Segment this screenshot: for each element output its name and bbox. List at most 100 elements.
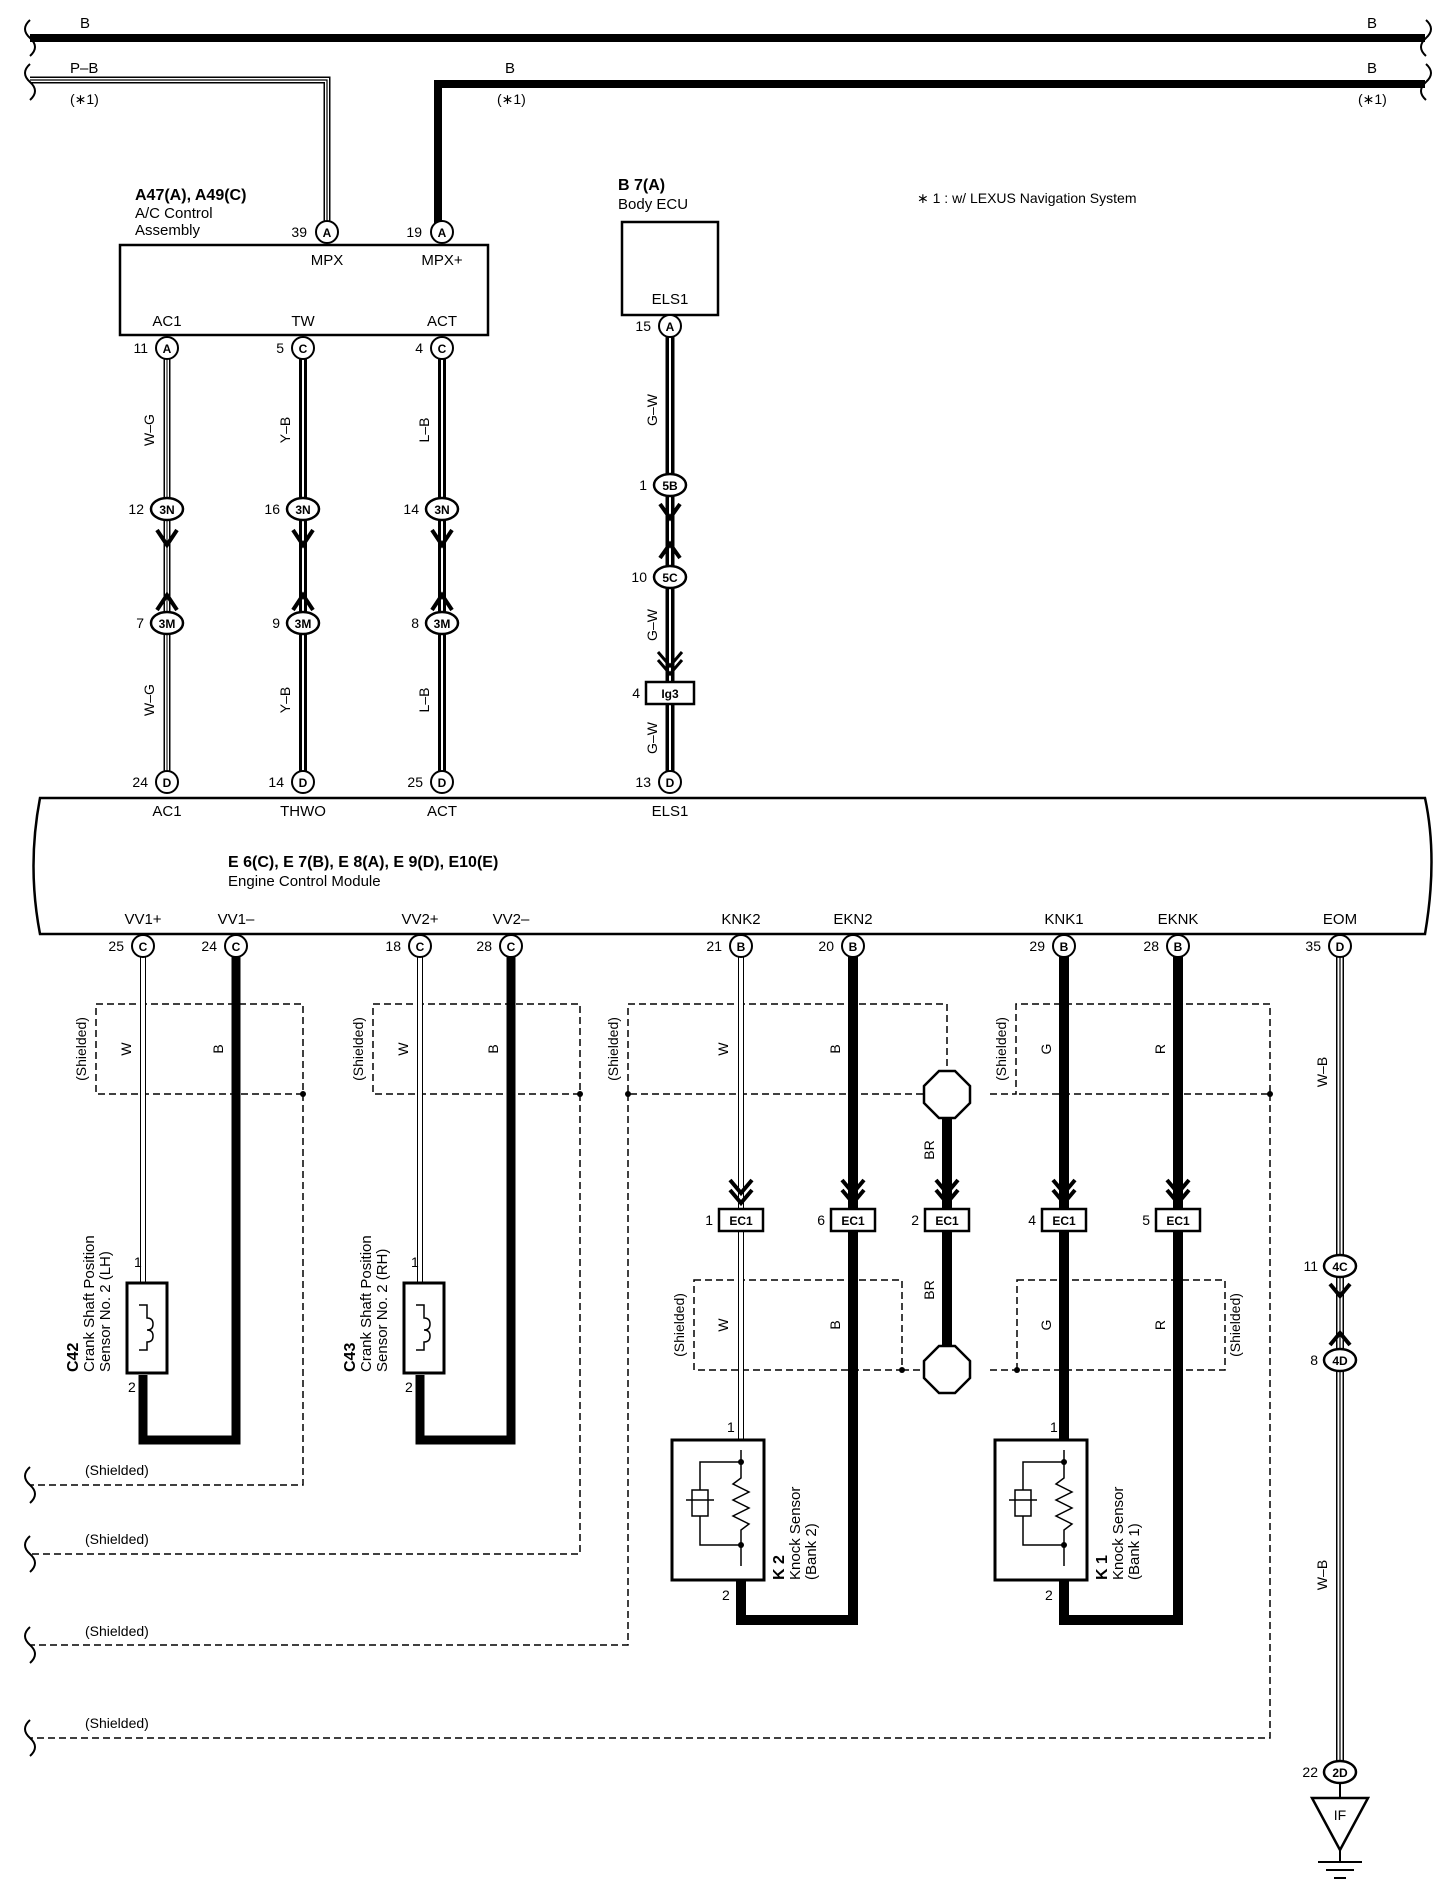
ec1-pin-1: 6 (817, 1212, 825, 1228)
ec1-connectors: EC1 1 EC1 6 EC1 2 EC1 4 EC1 5 (705, 1207, 1202, 1233)
shielded-v-4: (Shielded) (993, 1017, 1009, 1081)
pin-tw: 5 (276, 340, 284, 356)
ecm-b-conn-2: C (416, 940, 425, 954)
ecm-b-pin-6: 29 (1029, 938, 1045, 954)
ecm-top-pins: D 24 AC1 D 14 THWO D 25 ACT D 13 ELS1 (132, 770, 689, 820)
ecm-b-conn-0: C (139, 940, 148, 954)
ecm-top-term-1: THWO (280, 803, 326, 820)
pin-act: 4 (415, 340, 423, 356)
term-mpx: MPX (311, 252, 344, 269)
bus1-right-label: B (1367, 15, 1377, 32)
ecm-top-term-3: ELS1 (652, 803, 689, 820)
ac-wire-labels: W–G Y–B L–B W–G Y–B L–B (141, 414, 432, 716)
body-ecu-name: Body ECU (618, 196, 688, 213)
crank-wire-labels: W B W B (118, 1042, 501, 1056)
ecm-b-conn-6: B (1060, 940, 1069, 954)
pin-ac1: 11 (133, 340, 148, 356)
j-2d-pin: 22 (1302, 1764, 1318, 1780)
j-ig3: Ig3 (661, 687, 679, 701)
ecm-top-term-0: AC1 (152, 803, 181, 820)
j-2d: 2D (1332, 1766, 1348, 1780)
wire-br-1: BR (921, 1140, 937, 1159)
sensor-k2: 1 2 K 2 Knock Sensor (Bank 2) (670, 1419, 820, 1603)
bus2-mid-label: B (505, 60, 515, 77)
wire-knk2-lower: W (715, 1318, 731, 1332)
k1-ref: K 1 (1094, 1555, 1111, 1580)
wire-knk2: W (715, 1042, 731, 1056)
ec1-label-4: EC1 (1166, 1214, 1190, 1228)
ecm-b-conn-8: D (1336, 940, 1345, 954)
sensor-k1: 1 2 K 1 Knock Sensor (Bank 1) (993, 1419, 1143, 1603)
pin-mpx: 39 (291, 224, 307, 240)
ecm-b-pin-7: 28 (1143, 938, 1159, 954)
j-ac1-3n-pin: 12 (128, 501, 144, 517)
ec1-label-3: EC1 (1052, 1214, 1076, 1228)
wire-eom-2: W–B (1314, 1560, 1330, 1590)
ec1-label-0: EC1 (729, 1214, 753, 1228)
wire-knk1: G (1038, 1044, 1054, 1055)
j-tw-3m-pin: 9 (272, 615, 280, 631)
k2-pin2: 2 (722, 1587, 730, 1603)
wire-els-1: G–W (644, 393, 660, 426)
ecm-b-term-3: VV2– (493, 911, 530, 928)
ecm-b-term-6: KNK1 (1044, 911, 1083, 928)
crank-wires (138, 946, 516, 1445)
ecm-top-conn-0: D (163, 776, 172, 790)
k1-name1: Knock Sensor (1110, 1487, 1127, 1580)
body-ecu-pin: 15 (635, 318, 651, 334)
conn-mpx: A (323, 226, 332, 240)
shield-dots (300, 1091, 1273, 1373)
sensor-c42: 1 2 C42 Crank Shaft Position Sensor No. … (65, 1235, 169, 1395)
c42-ref: C42 (65, 1343, 82, 1372)
c43-name1: Crank Shaft Position (358, 1235, 375, 1372)
j-act-3n-pin: 14 (403, 501, 419, 517)
wire-els-2: G–W (644, 608, 660, 641)
ac-control-assembly: A47(A), A49(C) A/C Control Assembly A 39… (118, 187, 490, 337)
wire-tw-upper: Y–B (277, 417, 293, 443)
ac-junctions: 3N 12 3N 16 3N 14 3M 7 3M 9 3M 8 (128, 496, 460, 636)
ecm-bottom-pins: C 25 VV1+ C 24 VV1– C 18 VV2+ C 28 VV2– … (108, 911, 1357, 958)
ecm-top-conn-2: D (438, 776, 447, 790)
j-tw-3m: 3M (295, 617, 312, 631)
c42-name2: Sensor No. 2 (LH) (97, 1251, 114, 1372)
shield-octagons (922, 1069, 972, 1395)
c43-pin2: 2 (405, 1379, 413, 1395)
k1-pin2: 2 (1045, 1587, 1053, 1603)
ecm-b-pin-2: 18 (385, 938, 401, 954)
wire-eknk-lower: R (1152, 1320, 1168, 1330)
j-5b-pin: 1 (639, 477, 647, 493)
ecm-b-conn-4: B (737, 940, 746, 954)
c42-pin2: 2 (128, 1379, 136, 1395)
wire-ekn2: B (827, 1044, 843, 1053)
ecm-b-conn-1: C (232, 940, 241, 954)
j-5c-pin: 10 (631, 569, 647, 585)
wire-vv1m: B (210, 1044, 226, 1053)
j-4d: 4D (1332, 1354, 1348, 1368)
shielded-v-1: (Shielded) (73, 1017, 89, 1081)
wire-vv1p: W (118, 1042, 134, 1056)
ecm-top-pin-2: 25 (407, 774, 423, 790)
shielded-labels: (Shielded) (Shielded) (Shielded) (Shield… (73, 1017, 1243, 1731)
wire-br-2: BR (921, 1280, 937, 1299)
knock-wire-labels: W B G R BR BR W B G R (715, 1042, 1168, 1332)
ecm-b-pin-0: 25 (108, 938, 124, 954)
j-tw-3n: 3N (295, 503, 310, 517)
ac-control-name2: Assembly (135, 222, 201, 239)
shield-brackets (24, 1466, 36, 1757)
ec1-pin-2: 2 (911, 1212, 919, 1228)
wire-vv2p: W (395, 1042, 411, 1056)
ecm-b-term-5: EKN2 (833, 911, 872, 928)
wire-ac1-lower: W–G (141, 684, 157, 716)
ec1-label-2: EC1 (935, 1214, 959, 1228)
bus2-left-label: P–B (70, 60, 98, 77)
j-act-3m-pin: 8 (411, 615, 419, 631)
sensor-c43: 1 2 C43 Crank Shaft Position Sensor No. … (342, 1235, 446, 1395)
shielded-label-3: (Shielded) (85, 1623, 149, 1639)
ec1-pin-0: 1 (705, 1212, 713, 1228)
note-left: (∗1) (70, 91, 99, 107)
ecm-top-pin-0: 24 (132, 774, 148, 790)
term-mpxp: MPX+ (421, 252, 463, 269)
ac-control-ref: A47(A), A49(C) (135, 187, 246, 204)
wire-tw-lower: Y–B (277, 687, 293, 713)
ground-label: IF (1334, 1807, 1346, 1823)
